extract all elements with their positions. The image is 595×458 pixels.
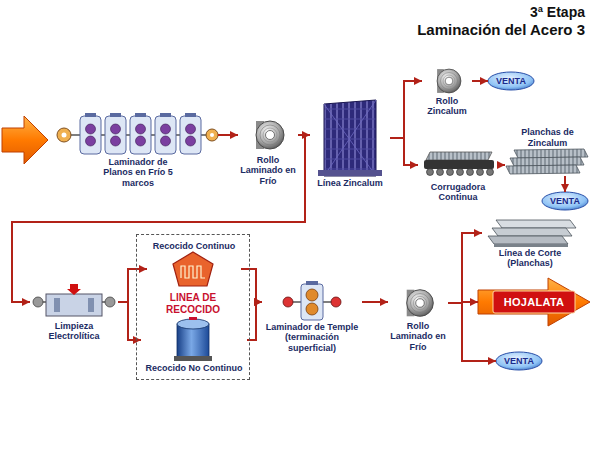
- process-step: Limpieza Electrolítica: [30, 283, 118, 342]
- process-step: Recocido No Continuo: [141, 317, 247, 373]
- process-step: Laminador de Planos en Frío 5 marcos: [58, 113, 218, 188]
- icon-area: [418, 148, 498, 182]
- process-group: LINEA DE RECOCIDO Recocido ContinuoRecoci…: [136, 234, 250, 380]
- step-label: Línea Zincalum: [310, 178, 390, 188]
- step-label: VENTA: [550, 196, 580, 206]
- icon-area: [422, 66, 472, 96]
- flow-arrow: [118, 302, 141, 340]
- step-label: VENTA: [504, 356, 534, 366]
- step-label: Laminador de Temple (terminación superfi…: [262, 322, 362, 353]
- flow-arrow: [390, 81, 422, 138]
- sale-oval: VENTA: [488, 72, 534, 90]
- sale-oval: VENTA: [542, 192, 588, 210]
- diagram-title: Laminación del Acero 3: [417, 21, 585, 38]
- icon-area: [147, 251, 241, 287]
- step-label: Laminador de Planos en Frío 5 marcos: [97, 157, 179, 188]
- flow-arrow: [12, 135, 305, 302]
- flow-arrow: [472, 80, 488, 82]
- process-step: Corrugadora Continua: [418, 148, 498, 203]
- step-label: Línea de Corte (Planchas): [490, 248, 570, 269]
- icon-area: [141, 317, 247, 363]
- stage-label: 3ª Etapa: [530, 4, 585, 20]
- icon-area: [388, 285, 448, 321]
- icon-area: [30, 283, 118, 321]
- icon-area: [238, 115, 298, 155]
- step-label: Planchas de Zincalum: [513, 127, 583, 148]
- step-label: Recocido No Continuo: [141, 363, 247, 373]
- process-step: Recocido Continuo: [147, 239, 241, 287]
- process-step: Línea de Corte (Planchas): [482, 218, 578, 269]
- step-label: VENTA: [496, 76, 526, 86]
- step-label: HOJALATA: [504, 296, 565, 309]
- sale-oval: VENTA: [496, 352, 542, 370]
- process-step: Línea Zincalum: [310, 98, 390, 188]
- icon-area: [262, 282, 362, 322]
- step-label: Corrugadora Continua: [423, 182, 493, 203]
- process-step: Rollo Laminado en Frío: [238, 115, 298, 186]
- flow-arrow: [448, 303, 496, 361]
- icon-area: [482, 218, 578, 248]
- process-step: Rollo Laminado en Frío: [388, 285, 448, 352]
- flow-arrow: [362, 301, 388, 303]
- flow-arrow: [448, 233, 482, 303]
- step-label: Limpieza Electrolítica: [30, 321, 118, 342]
- step-label: Rollo Laminado en Frío: [388, 321, 448, 352]
- product-arrow: HOJALATA: [478, 278, 590, 326]
- process-step: Laminador de Temple (terminación superfi…: [262, 282, 362, 353]
- step-label: Rollo Laminado en Frío: [238, 155, 298, 186]
- icon-area: [505, 148, 590, 176]
- icon-area: [58, 113, 218, 157]
- icon-area: [310, 98, 390, 178]
- flow-arrow: [118, 269, 147, 302]
- group-title: LINEA DE RECOCIDO: [156, 291, 230, 316]
- process-step: Rollo Zincalum: [422, 66, 472, 117]
- step-label: Recocido Continuo: [153, 241, 236, 251]
- flow-arrow: [241, 269, 262, 302]
- step-label: Rollo Zincalum: [422, 96, 472, 117]
- flow-arrow: [218, 134, 238, 136]
- flow-arrow: [390, 138, 418, 165]
- flow-arrow: [498, 164, 505, 166]
- flow-arrow: [564, 176, 566, 192]
- label-area: Recocido Continuo: [147, 239, 241, 251]
- label-area: Planchas de Zincalum: [505, 126, 590, 148]
- process-step: Planchas de Zincalum: [505, 126, 590, 176]
